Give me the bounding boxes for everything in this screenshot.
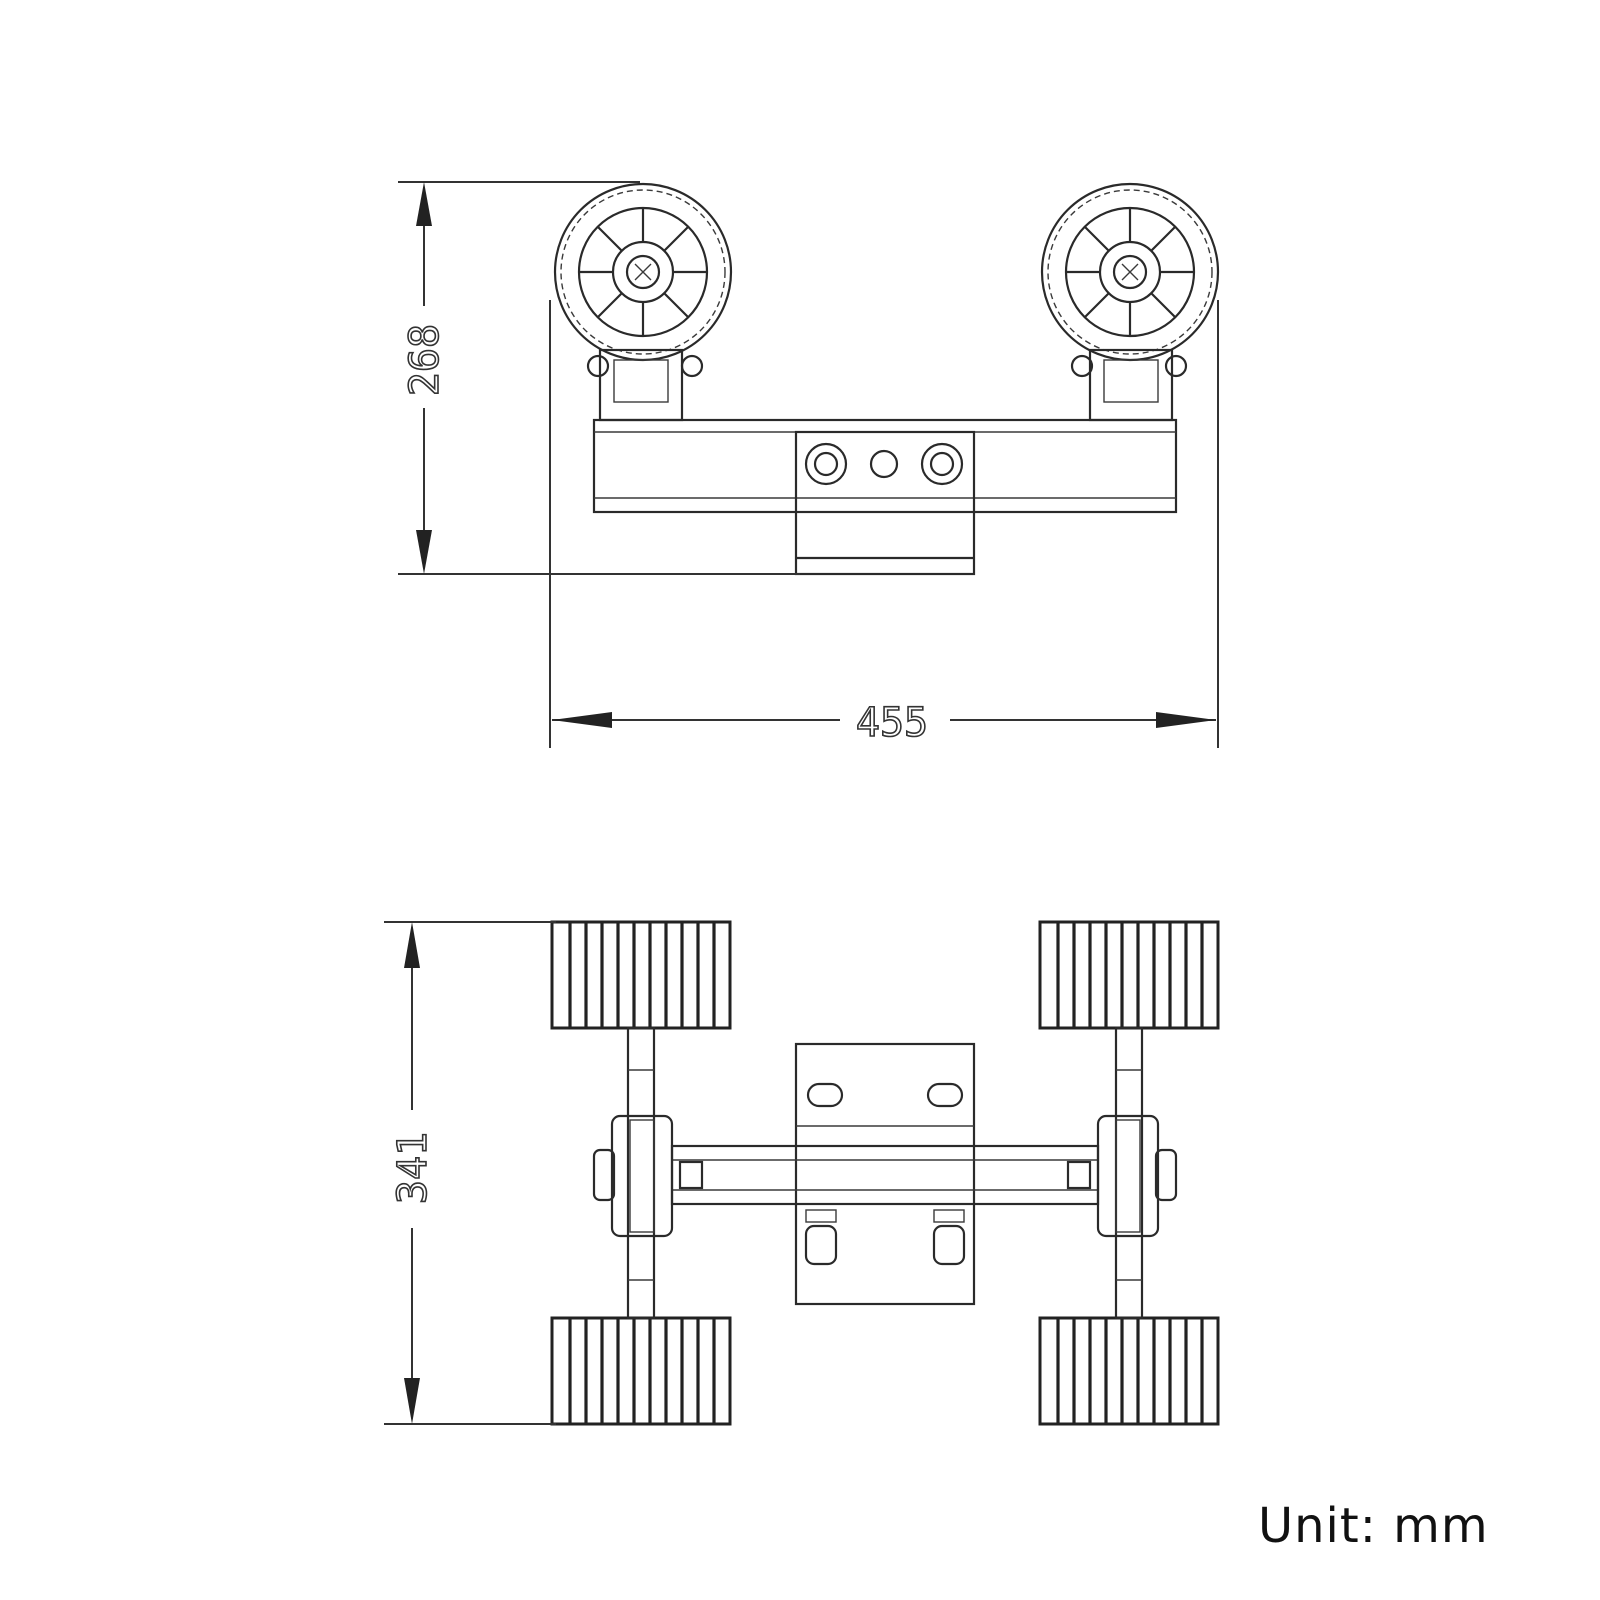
top-wheel-rear-left: [550, 1316, 732, 1426]
unit-label: Unit: mm: [1258, 1498, 1489, 1554]
dimension-width-label: 455: [856, 700, 928, 746]
front-right-wheel: [1040, 182, 1220, 362]
top-wheel-front-left: [550, 920, 732, 1030]
front-left-bracket: [586, 348, 704, 422]
front-cross-beam: [592, 418, 1178, 514]
dimension-width: 455: [549, 300, 1219, 748]
front-left-wheel: [553, 182, 733, 362]
top-cross-beam: [670, 1144, 1100, 1206]
front-center-mount: [794, 430, 976, 576]
top-center-mount: [794, 1042, 976, 1306]
dimension-top-depth: 341: [384, 921, 556, 1425]
top-wheel-rear-right: [1038, 1316, 1220, 1426]
top-wheel-front-right: [1038, 920, 1220, 1030]
dimension-top-depth-label: 341: [390, 1132, 436, 1204]
top-right-axle: [1114, 1026, 1144, 1320]
top-left-axle: [626, 1026, 656, 1320]
front-right-bracket: [1070, 348, 1188, 422]
front-view: 268 455: [398, 181, 1220, 748]
top-right-hub: [1096, 1114, 1178, 1238]
dimension-front-height-label: 268: [402, 324, 448, 396]
top-left-hub: [592, 1114, 674, 1238]
top-view: 341: [384, 920, 1220, 1426]
dimension-front-height: 268: [398, 181, 800, 575]
